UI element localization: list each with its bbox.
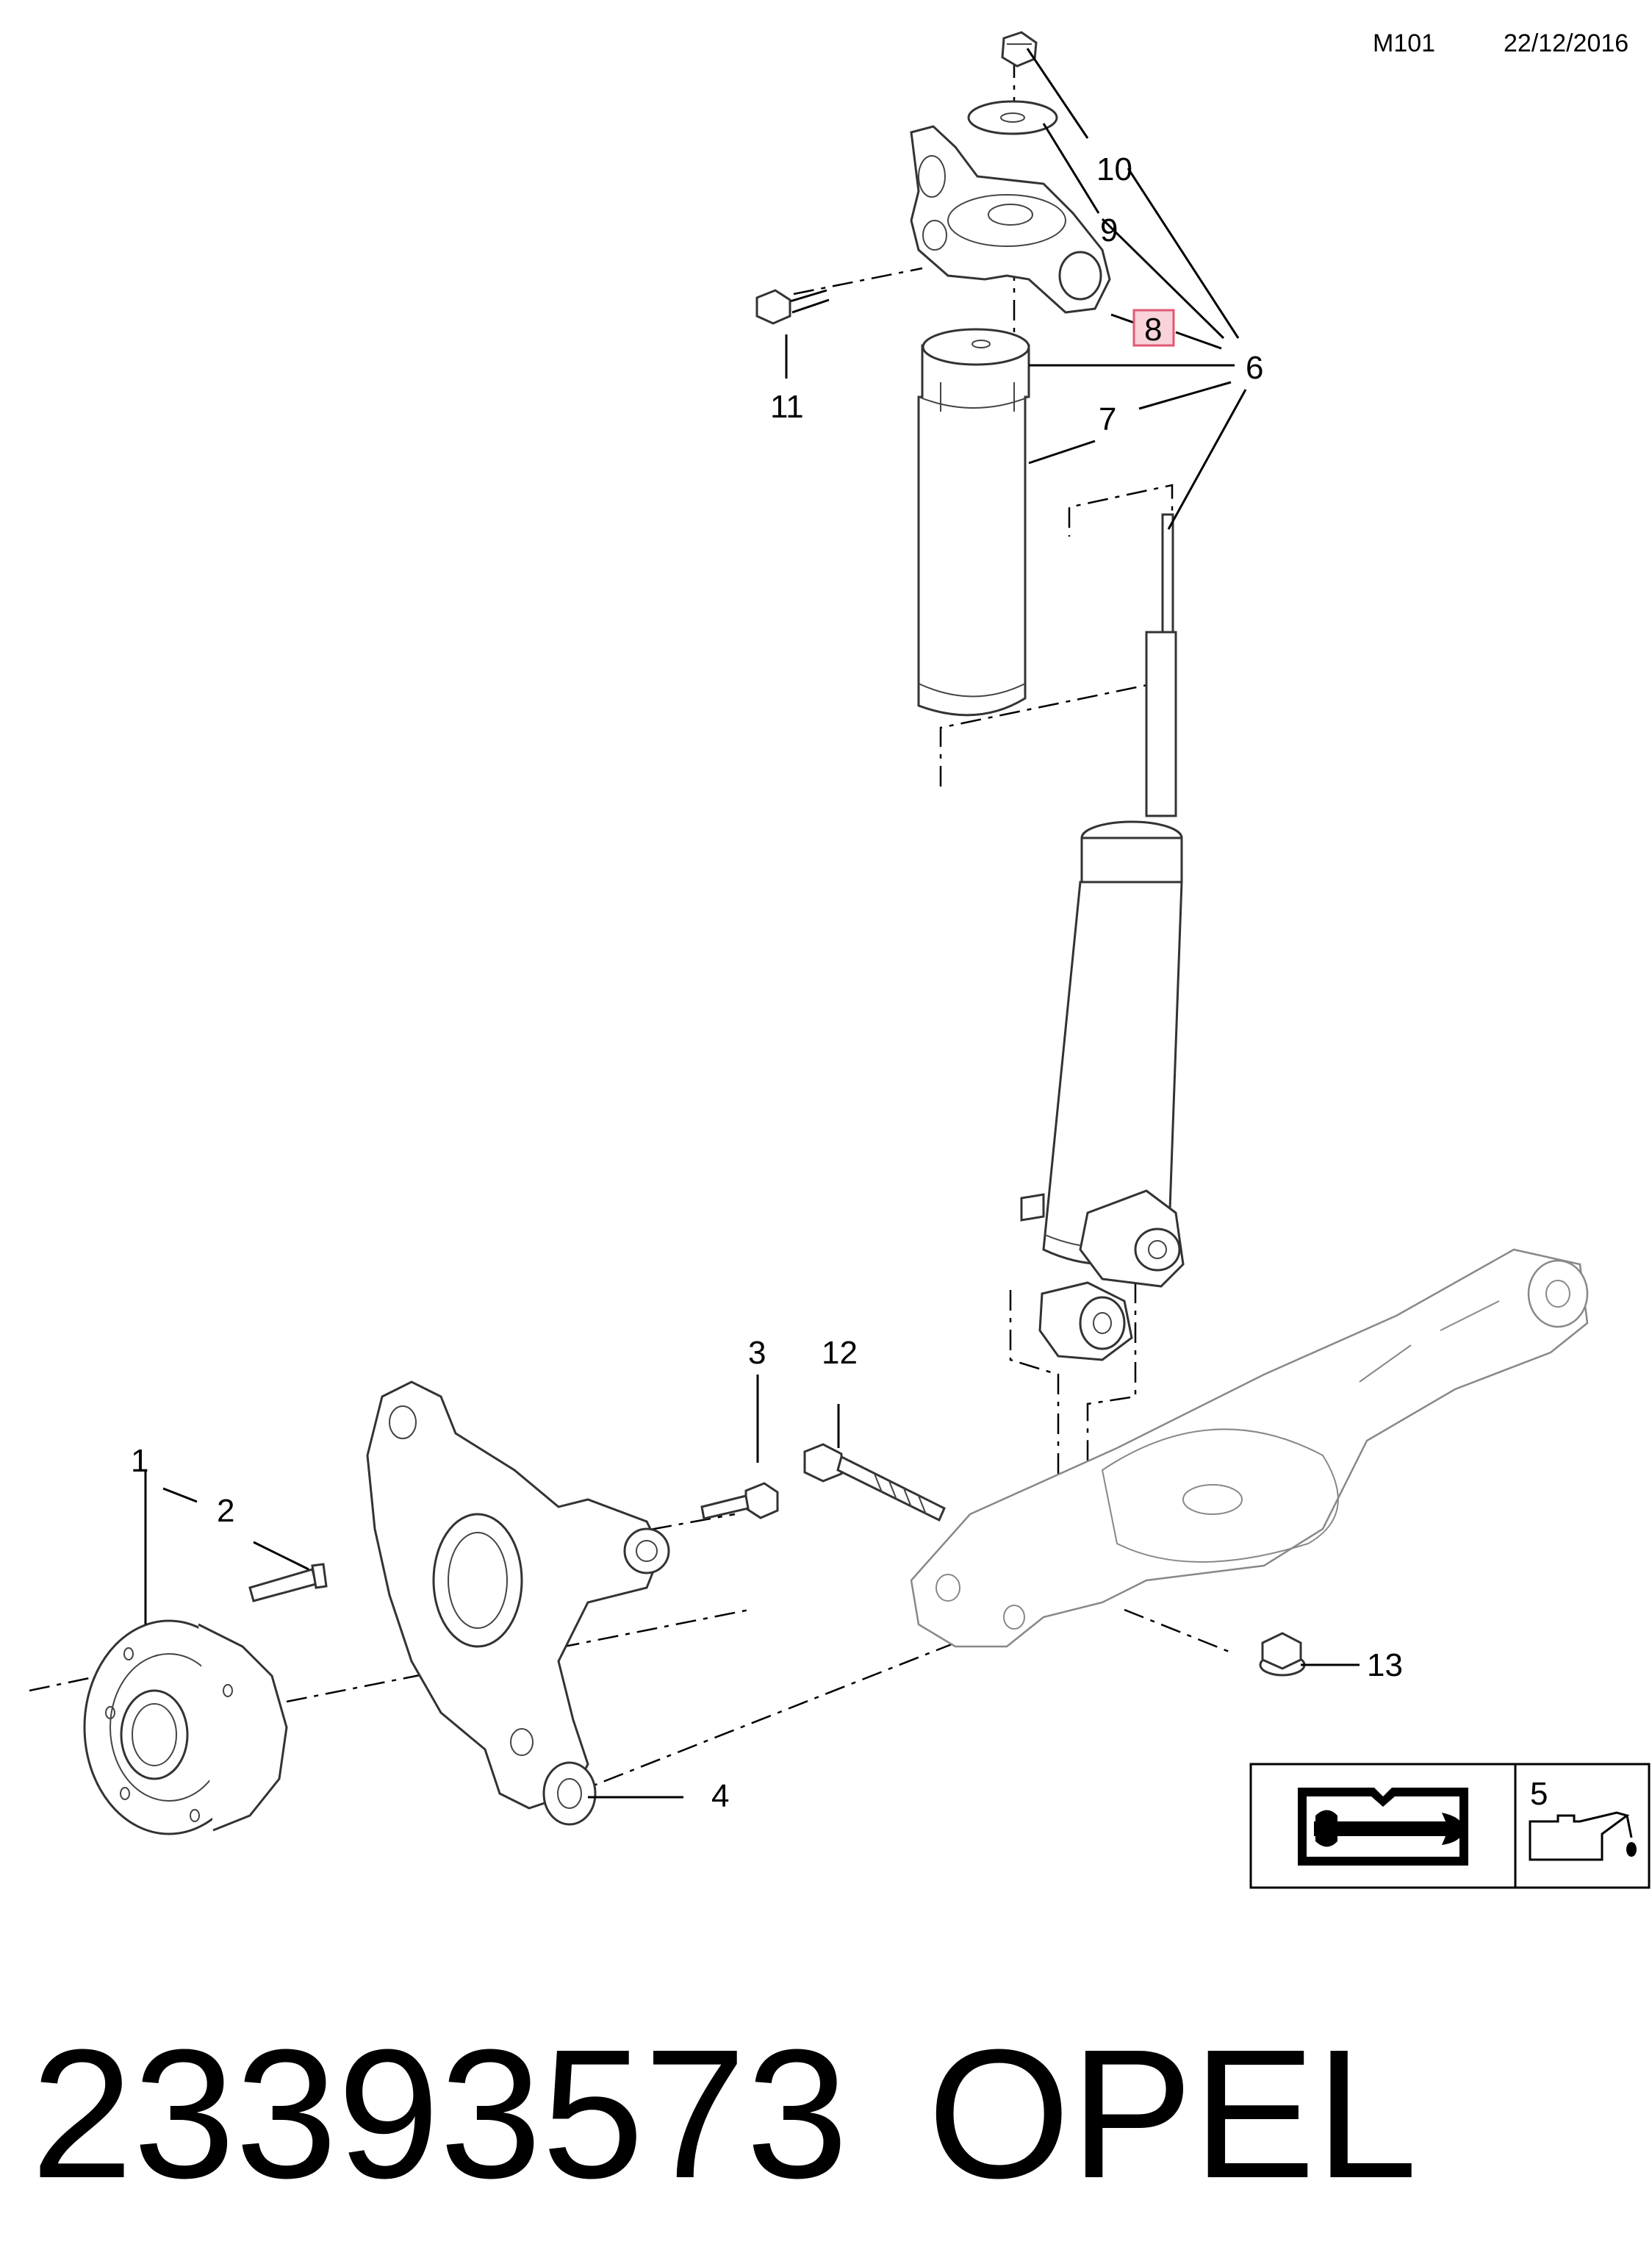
- mount-bolt-part[interactable]: [755, 289, 830, 379]
- knuckle-bushing-part[interactable]: [542, 1761, 597, 1826]
- callout-4[interactable]: 4: [711, 1778, 729, 1814]
- legend-box: 5: [1249, 1763, 1651, 1889]
- brand-name: OPEL: [927, 2011, 1418, 2216]
- diagram-date: 22/12/2016: [1504, 29, 1628, 57]
- leader-lines: [144, 48, 1360, 1799]
- flange-nut-part[interactable]: [1259, 1632, 1306, 1677]
- callout-10[interactable]: 10: [1096, 151, 1132, 187]
- callout-7[interactable]: 7: [1099, 401, 1116, 437]
- assembly-axis-lines: [29, 57, 1235, 1795]
- callout-12[interactable]: 12: [822, 1335, 858, 1371]
- callout-13[interactable]: 13: [1367, 1647, 1403, 1683]
- rear-axle-beam: [910, 1248, 1589, 1648]
- shock-lower-bolt-part[interactable]: [803, 1443, 946, 1522]
- strut-mount-part[interactable]: [910, 125, 1111, 314]
- knuckle-bolt-part[interactable]: [700, 1482, 779, 1520]
- callout-11[interactable]: 11: [770, 389, 804, 425]
- knuckle-part[interactable]: [366, 1380, 670, 1810]
- wheel-stud-part[interactable]: [248, 1563, 328, 1602]
- top-nut-part[interactable]: [1001, 31, 1038, 68]
- dust-boot-part[interactable]: [917, 328, 1030, 717]
- callout-8[interactable]: 8: [1144, 312, 1162, 348]
- shock-absorber-part[interactable]: [1020, 513, 1185, 1361]
- service-manual-icon[interactable]: [1298, 1788, 1468, 1866]
- washer-part[interactable]: [967, 100, 1058, 135]
- callout-2[interactable]: 2: [217, 1493, 234, 1529]
- callout-1[interactable]: 1: [131, 1443, 148, 1479]
- callout-8-highlight: [1132, 309, 1175, 347]
- callout-9[interactable]: 9: [1100, 212, 1118, 248]
- diagram-code: M101: [1373, 29, 1435, 57]
- wheel-hub-part[interactable]: [83, 1619, 288, 1835]
- part-number: 23393573: [31, 2011, 848, 2216]
- callout-6[interactable]: 6: [1246, 350, 1263, 386]
- callout-5[interactable]: 5: [1530, 1776, 1548, 1812]
- callout-3[interactable]: 3: [748, 1335, 766, 1371]
- oil-can-icon[interactable]: [1529, 1811, 1637, 1861]
